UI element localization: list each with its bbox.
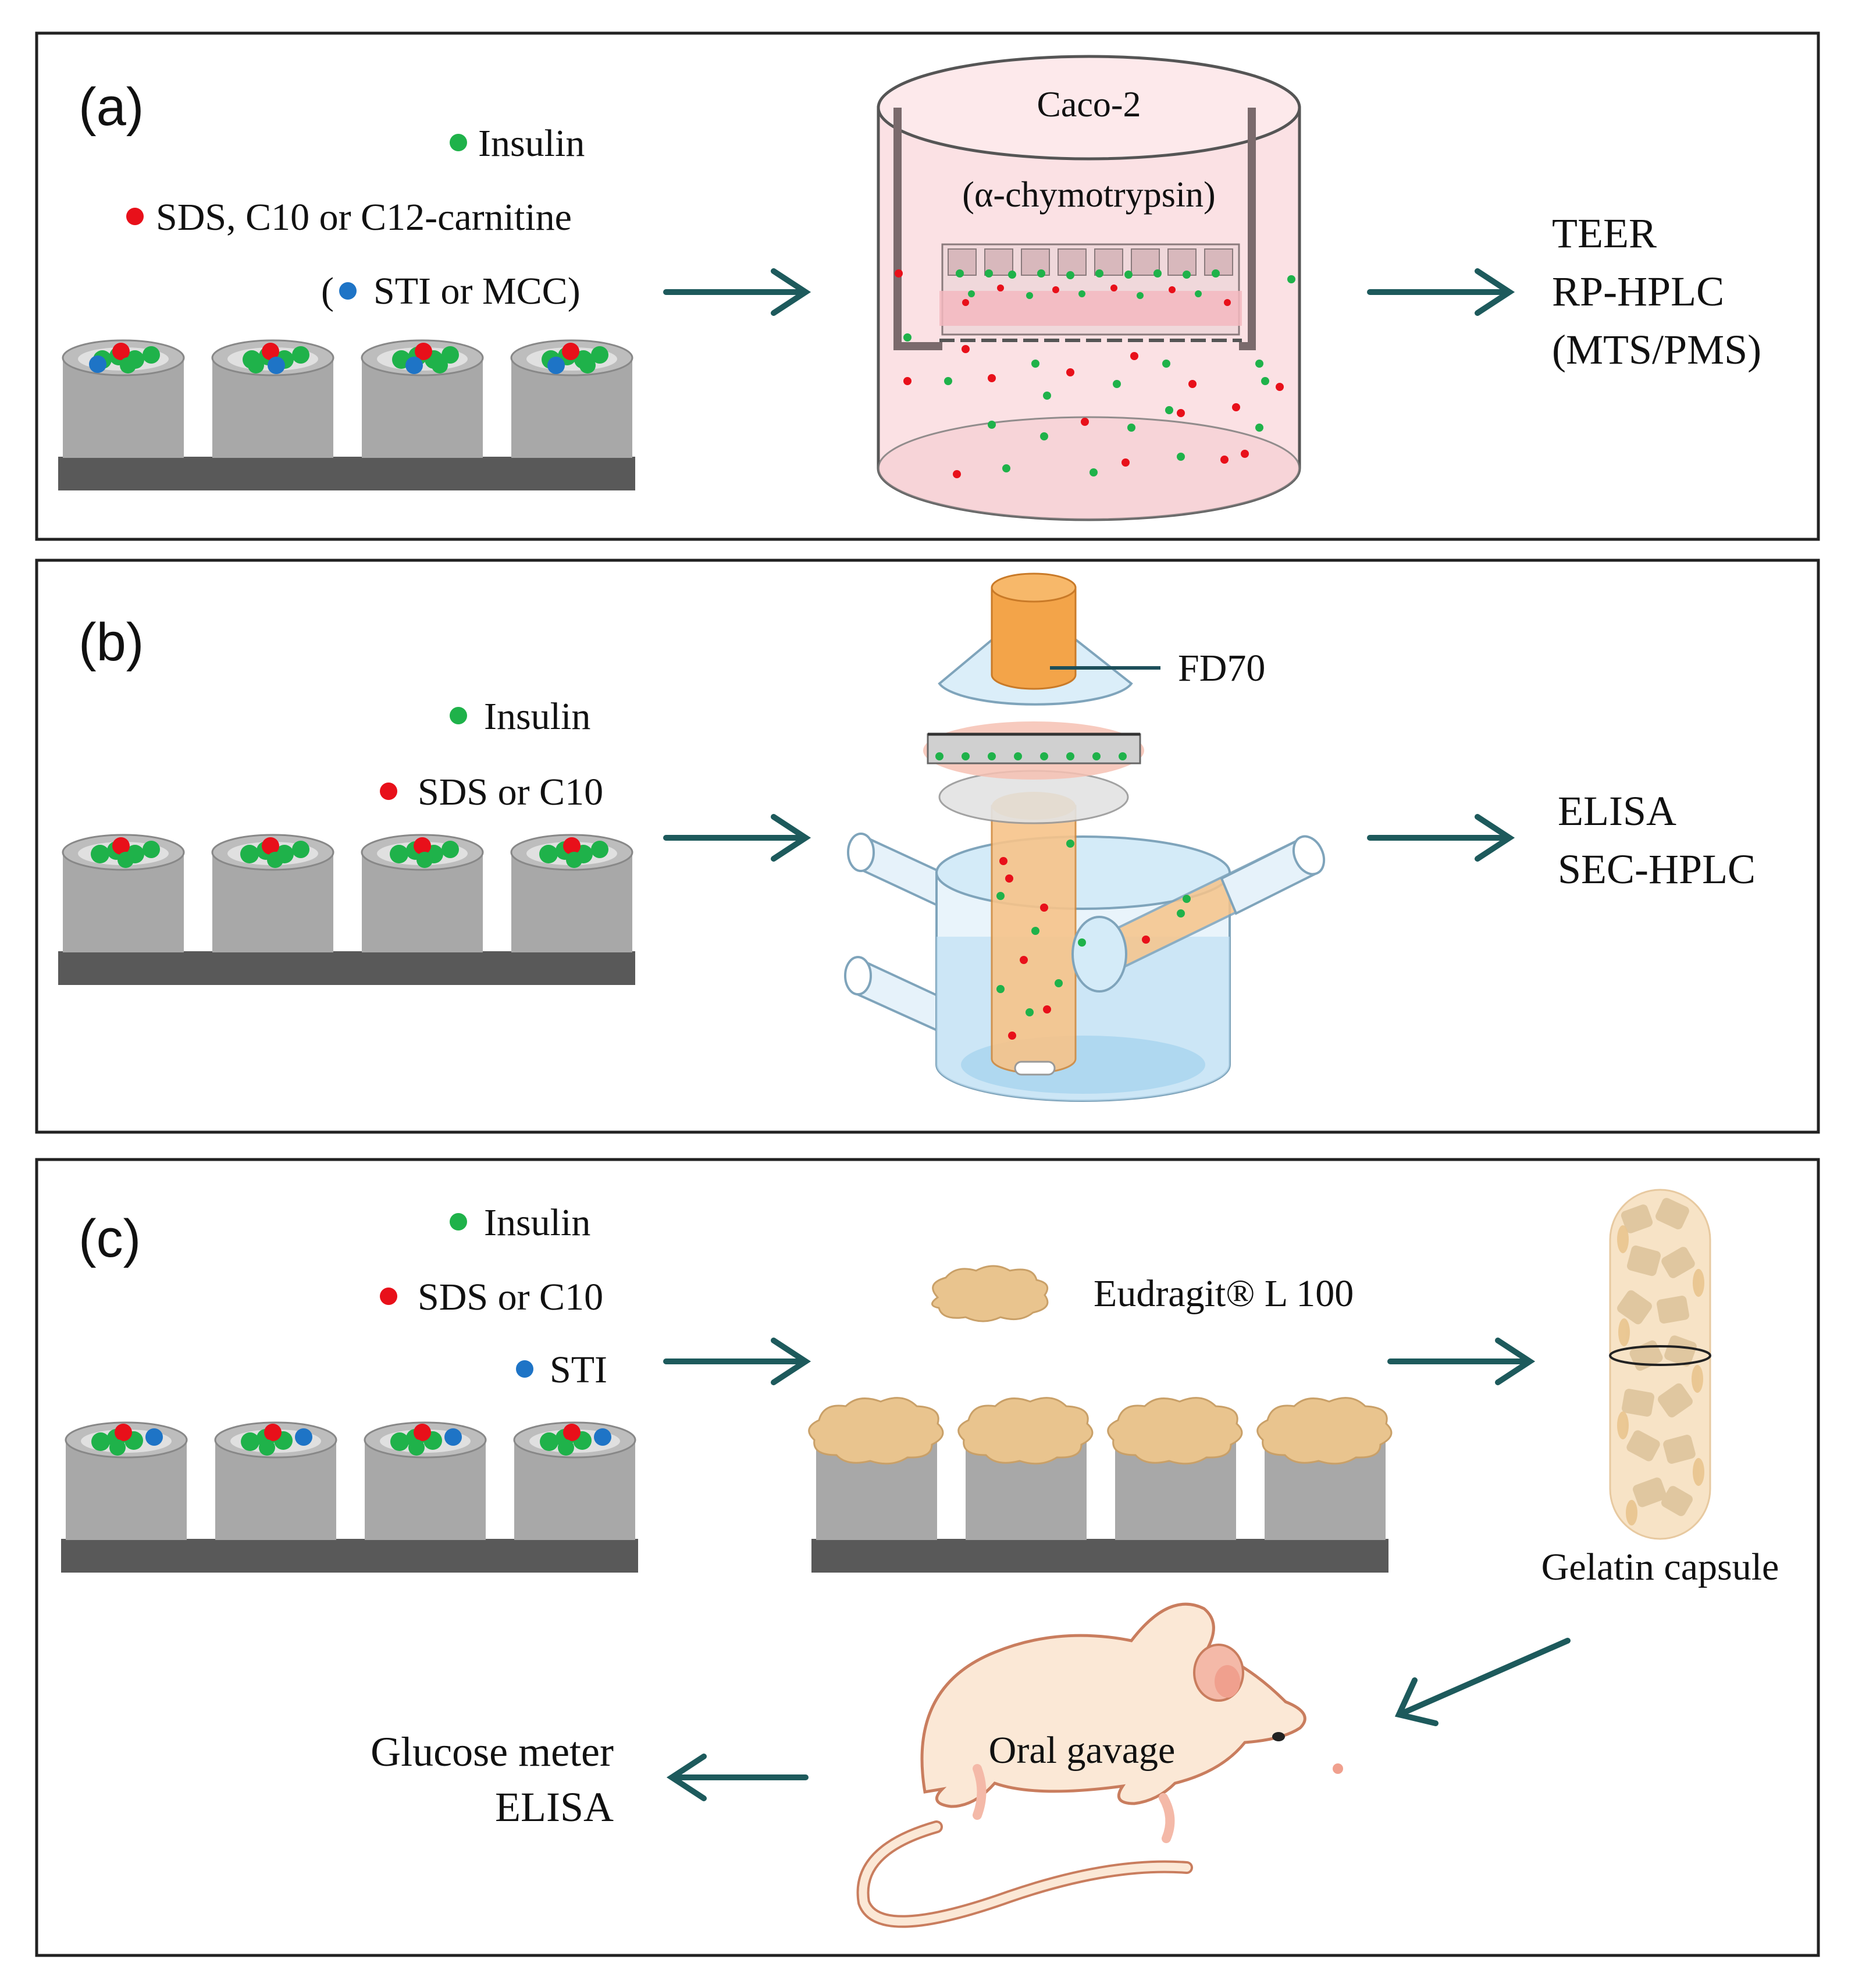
legend-enhancers: SDS or C10: [418, 1276, 603, 1318]
output-sec-hplc: SEC-HPLC: [1558, 846, 1756, 892]
eudragit-blob-icon: [931, 1265, 1049, 1322]
arrow-icon: [1367, 814, 1515, 862]
device-well: [361, 339, 484, 458]
enhancer-dot-icon: [380, 783, 397, 800]
insulin-dot-icon: [450, 1213, 467, 1231]
device-array-b: [58, 834, 635, 985]
device-well: [510, 834, 633, 952]
coated-well: [808, 1397, 944, 1540]
coated-well: [1107, 1397, 1243, 1540]
output-elisa: ELISA: [1558, 788, 1676, 834]
legend-enhancers: SDS or C10: [418, 771, 603, 813]
arrow-icon: [663, 1338, 811, 1385]
capsule-label: Gelatin capsule: [1541, 1546, 1779, 1588]
arrow-icon: [1367, 268, 1515, 316]
legend-inhibitor: STI: [550, 1349, 607, 1391]
inhibitor-dot-icon: [339, 282, 357, 300]
mouse-illustration: [856, 1602, 1343, 1928]
arrow-icon: [663, 268, 811, 316]
coated-device-array: [808, 1397, 1393, 1573]
cell-line-label: Caco-2: [1037, 85, 1141, 125]
output-mts-pms: (MTS/PMS): [1552, 326, 1761, 373]
arrow-icon: [663, 814, 811, 862]
legend-inhibitor-paren: (: [321, 270, 334, 312]
legend-enhancers: SDS, C10 or C12-carnitine: [156, 196, 572, 239]
gelatin-capsule: [1609, 1189, 1711, 1540]
coated-well: [957, 1397, 1094, 1540]
device-well: [361, 834, 484, 952]
panel-c-frame: [35, 1158, 1820, 1957]
arrow-icon: [1394, 1638, 1571, 1726]
legend-inhibitor: STI or MCC): [373, 270, 581, 312]
panel-b-letter: (b): [79, 613, 144, 672]
device-well: [211, 834, 334, 952]
output-rp-hplc: RP-HPLC: [1552, 268, 1724, 315]
device-well: [510, 339, 633, 458]
enhancer-dot-icon: [380, 1288, 397, 1305]
enzyme-label: (α-chymotrypsin): [962, 175, 1215, 215]
enhancer-dot-icon: [126, 208, 144, 225]
arrow-icon: [1387, 1338, 1536, 1385]
panel-a-letter: (a): [79, 77, 144, 137]
output-teer: TEER: [1552, 210, 1657, 257]
device-well: [513, 1421, 636, 1540]
coating-label: Eudragit® L 100: [1094, 1272, 1354, 1315]
device-well: [62, 339, 185, 458]
panel-a-frame: [35, 31, 1820, 541]
transwell-beaker: [877, 55, 1301, 521]
device-well: [211, 339, 334, 458]
coated-well: [1256, 1397, 1393, 1540]
left-port-tube: [844, 833, 943, 1035]
device-well: [214, 1421, 337, 1540]
output-glucose-meter: Glucose meter: [371, 1729, 614, 1775]
device-array-a: [58, 339, 635, 490]
device-well: [62, 834, 185, 952]
insulin-dot-icon: [450, 707, 467, 724]
insulin-dot-icon: [450, 134, 467, 151]
arrow-icon: [666, 1754, 809, 1801]
tracer-label: FD70: [1178, 647, 1265, 689]
animal-label: Oral gavage: [989, 1729, 1176, 1772]
ussing-chamber: [844, 572, 1326, 1102]
inhibitor-dot-icon: [516, 1360, 533, 1378]
device-well: [65, 1421, 188, 1540]
panel-b-frame: [35, 559, 1820, 1134]
legend-insulin: Insulin: [484, 1201, 590, 1244]
device-array-c: [61, 1421, 638, 1573]
output-elisa-c: ELISA: [495, 1784, 614, 1830]
panel-c-letter: (c): [79, 1209, 141, 1268]
device-well: [364, 1421, 487, 1540]
legend-insulin: Insulin: [478, 122, 585, 165]
legend-insulin: Insulin: [484, 695, 590, 738]
